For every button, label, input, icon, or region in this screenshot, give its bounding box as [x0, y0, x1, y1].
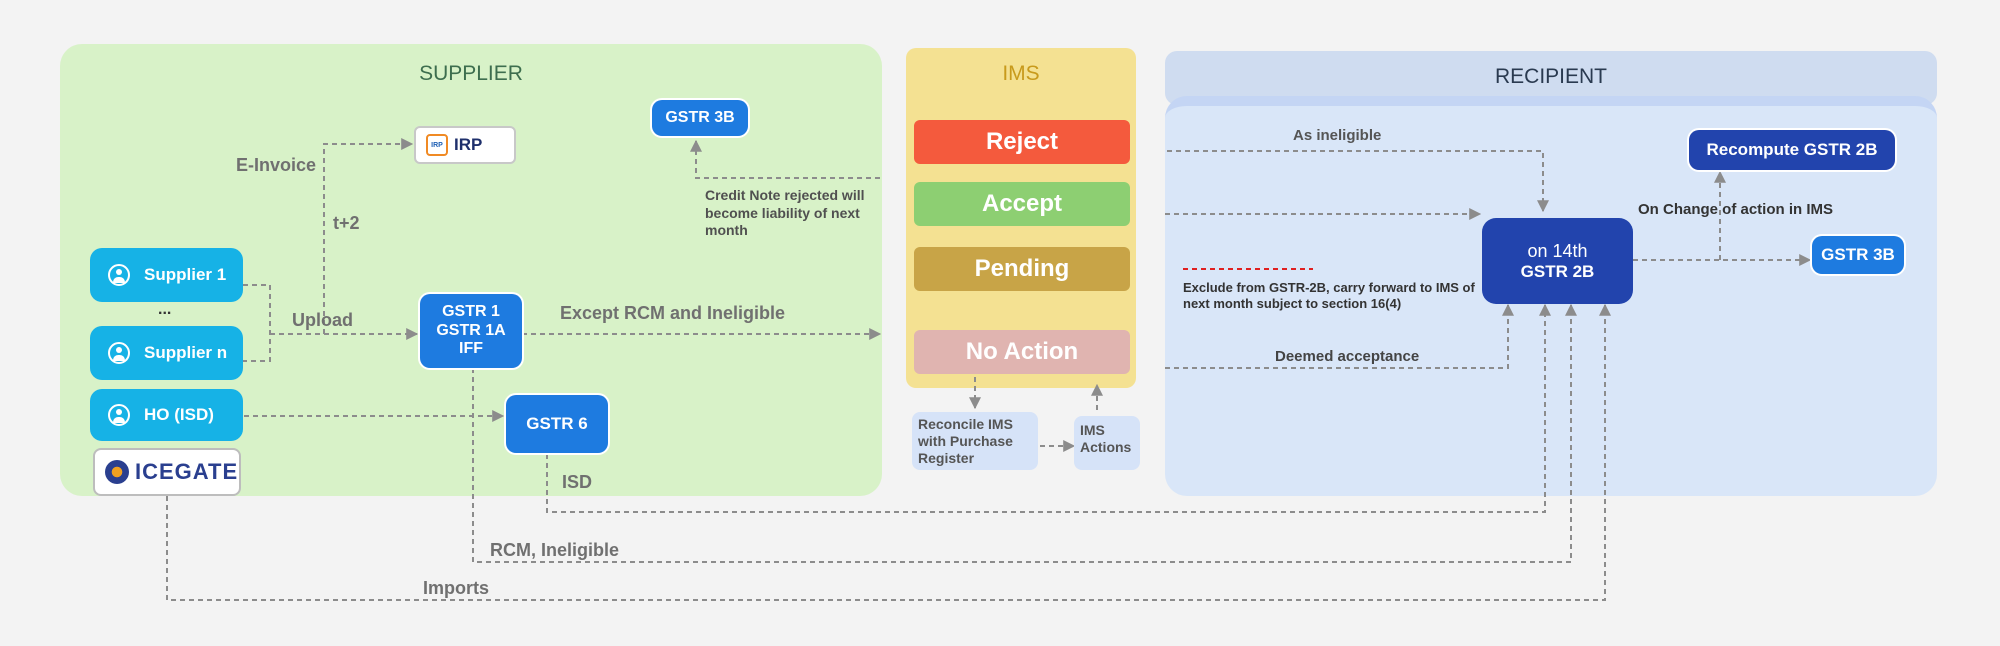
exclude-label: Exclude from GSTR-2B, carry forward to I… [1183, 280, 1475, 312]
deemed-arrow [1165, 303, 1514, 369]
reject-button[interactable]: Reject [914, 120, 1130, 164]
gstr1a-line: GSTR 1A [436, 321, 506, 339]
rcm-ineligible-label: RCM, Ineligible [490, 540, 620, 560]
imports-label: Imports [423, 578, 490, 598]
isd-return [546, 303, 1551, 513]
gstr6-button[interactable]: GSTR 6 [506, 395, 608, 453]
supplier-title: SUPPLIER [419, 62, 523, 85]
gstr2b-button[interactable]: on 14th GSTR 2B [1482, 218, 1633, 304]
recipient-title: RECIPIENT [1494, 65, 1607, 88]
reconcile-box[interactable]: Reconcile IMS with Purchase Register [912, 412, 1038, 470]
person-icon [108, 342, 130, 364]
on-change-label: On Change of action in IMS [1638, 201, 1833, 218]
imports-return [166, 303, 1611, 601]
recipient-gstr3b-button[interactable]: GSTR 3B [1812, 236, 1904, 274]
ineligible-arrow [1167, 150, 1549, 213]
isd-label: ISD [562, 472, 593, 492]
gstr2b-label-line: GSTR 2B [1520, 261, 1595, 281]
credit-note-arrow [690, 139, 880, 179]
irp-label: IRP [454, 135, 483, 154]
gstr1-button[interactable]: GSTR 1 GSTR 1A IFF [420, 294, 522, 368]
supplier-gstr3b-button[interactable]: GSTR 3B [652, 100, 748, 136]
irp-logo-icon: IRP [426, 134, 448, 156]
rcm-return [472, 303, 1577, 563]
as-ineligible-label: As ineligible [1293, 127, 1382, 144]
pending-button[interactable]: Pending [914, 247, 1130, 291]
t2-label: t+2 [333, 213, 360, 233]
emblem-icon [105, 460, 129, 484]
icegate-logo: ICEGATE [93, 448, 241, 496]
irp-logo-text: IRP [431, 141, 443, 149]
except-label: Except RCM and Ineligible [560, 303, 786, 323]
supplier1-link [243, 284, 271, 362]
supplier-n-button[interactable]: Supplier n [90, 326, 243, 380]
gstr2b-date-line: on 14th [1527, 240, 1588, 261]
deemed-acceptance-label: Deemed acceptance [1275, 348, 1420, 365]
ims-actions-box[interactable]: IMS Actions [1074, 416, 1140, 470]
einvoice-label: E-Invoice [236, 155, 317, 175]
upload-label: Upload [292, 310, 353, 330]
einvoice-arrow [323, 138, 414, 334]
iff-line: IFF [459, 340, 483, 358]
gstr1-line: GSTR 1 [442, 303, 500, 321]
recompute-gstr2b-button[interactable]: Recompute GSTR 2B [1689, 130, 1895, 170]
ho-isd-label: HO (ISD) [144, 405, 214, 425]
accept-button[interactable]: Accept [914, 182, 1130, 226]
ho-isd-button[interactable]: HO (ISD) [90, 389, 243, 441]
credit-note-label: Credit Note rejected will become liabili… [705, 187, 865, 238]
person-icon [108, 264, 130, 286]
supplier-n-label: Supplier n [144, 343, 228, 363]
no-action-button[interactable]: No Action [914, 330, 1130, 374]
irp-button[interactable]: IRP IRP [414, 126, 516, 164]
suppliers-ellipsis: ... [158, 301, 172, 318]
icegate-logo-text: ICEGATE [135, 459, 239, 484]
ims-title: IMS [1002, 62, 1040, 85]
supplier-1-button[interactable]: Supplier 1 [90, 248, 243, 302]
supplier-1-label: Supplier 1 [144, 265, 227, 285]
person-icon [108, 404, 130, 426]
